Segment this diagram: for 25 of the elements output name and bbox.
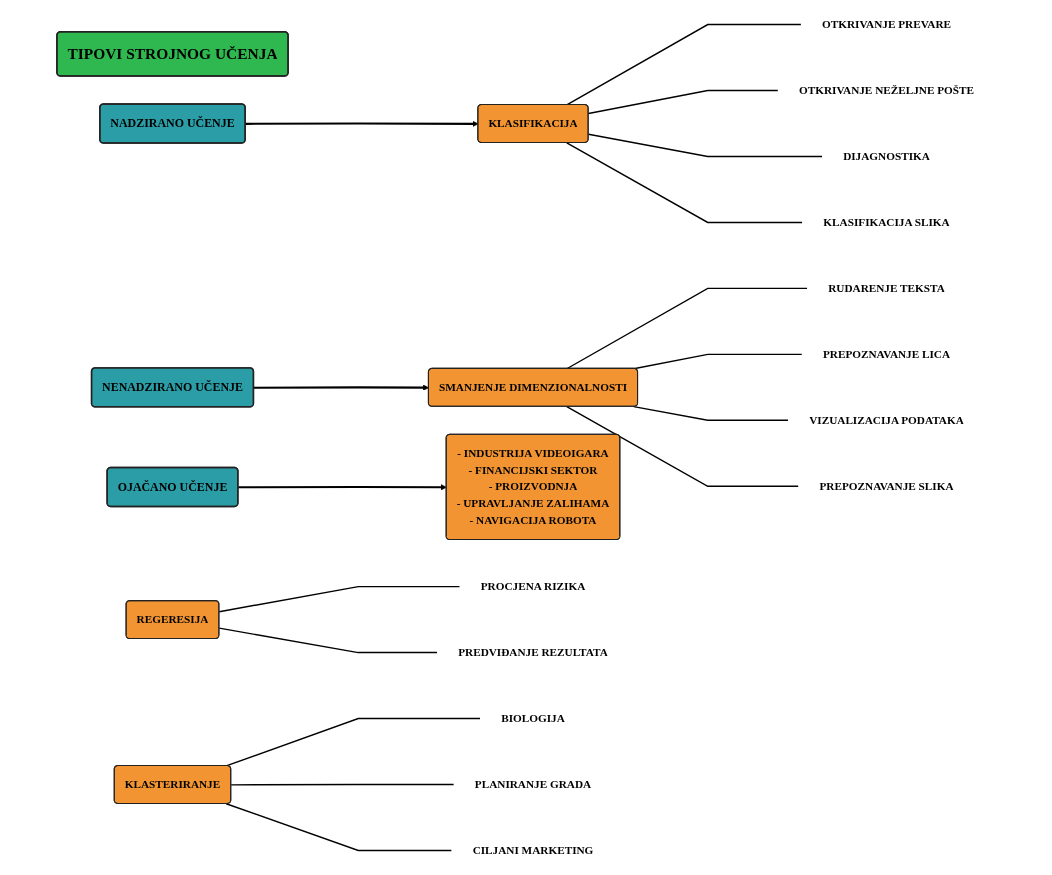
- connector: [566, 405, 800, 487]
- node-text: OTKRIVANJE NEŽELJNE POŠTE: [798, 84, 975, 97]
- node-text: DIJAGNOSTIKA: [843, 150, 930, 163]
- node-text: BIOLOGIJA: [501, 712, 565, 725]
- node-text: KLASIFIKACIJA SLIKA: [823, 216, 950, 229]
- connector: [225, 803, 453, 852]
- node-text: VIZUALIZACIJA PODATAKA: [809, 413, 964, 426]
- connector: [218, 585, 461, 613]
- connector: [230, 783, 455, 786]
- connector: [566, 142, 803, 224]
- node-text: PROCJENA RIZIKA: [480, 580, 586, 593]
- arrow: [238, 484, 447, 491]
- connector: [225, 717, 481, 767]
- connector: [566, 287, 808, 370]
- node-text: PREPOZNAVANJE SLIKA: [819, 479, 954, 492]
- node-text: RUDARENJE TEKSTA: [828, 282, 945, 295]
- connector: [566, 23, 802, 106]
- node-text: PREDVIĐANJE REZULTATA: [458, 646, 608, 659]
- node-text: PREPOZNAVANJE LICA: [822, 348, 951, 360]
- connector: [633, 405, 789, 421]
- connector: [633, 353, 803, 370]
- node-text: OTKRIVANJE PREVARE: [821, 18, 952, 31]
- node-text: CILJANI MARKETING: [472, 844, 594, 857]
- node-text: PLANIRANJE GRADA: [474, 778, 592, 791]
- connector: [218, 627, 438, 654]
